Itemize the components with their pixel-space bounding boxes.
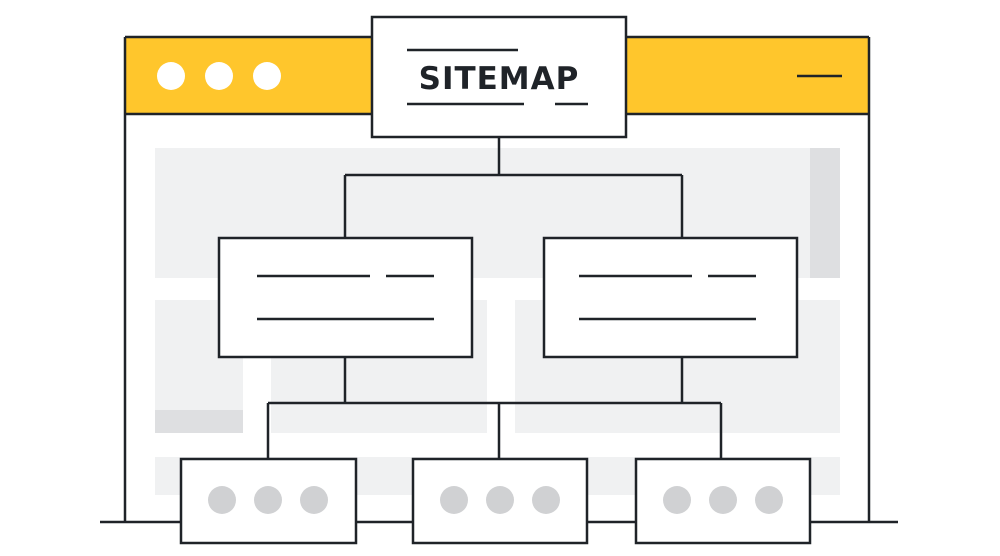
- placeholder-dot-icon: [254, 486, 282, 514]
- section-node-left: [217, 236, 474, 359]
- placeholder-block-scroll: [810, 148, 840, 278]
- placeholder-dot-icon: [486, 486, 514, 514]
- sitemap-title: SITEMAP: [419, 61, 580, 97]
- placeholder-block-left-dark: [155, 410, 243, 433]
- window-control-dot-3: [253, 62, 281, 90]
- placeholder-dot-icon: [532, 486, 560, 514]
- placeholder-dot-icon: [663, 486, 691, 514]
- sitemap-root-node: SITEMAP: [370, 15, 628, 139]
- window-control-dot-1: [157, 62, 185, 90]
- tree-connectors: [266, 137, 723, 459]
- window-control-dot-2: [205, 62, 233, 90]
- section-node-right: [542, 236, 799, 359]
- page-node-3: [634, 457, 812, 545]
- page-node-1: [179, 457, 358, 545]
- placeholder-dot-icon: [208, 486, 236, 514]
- placeholder-dot-icon: [755, 486, 783, 514]
- placeholder-dot-icon: [300, 486, 328, 514]
- page-node-2: [411, 457, 589, 545]
- placeholder-dot-icon: [440, 486, 468, 514]
- placeholder-dot-icon: [709, 486, 737, 514]
